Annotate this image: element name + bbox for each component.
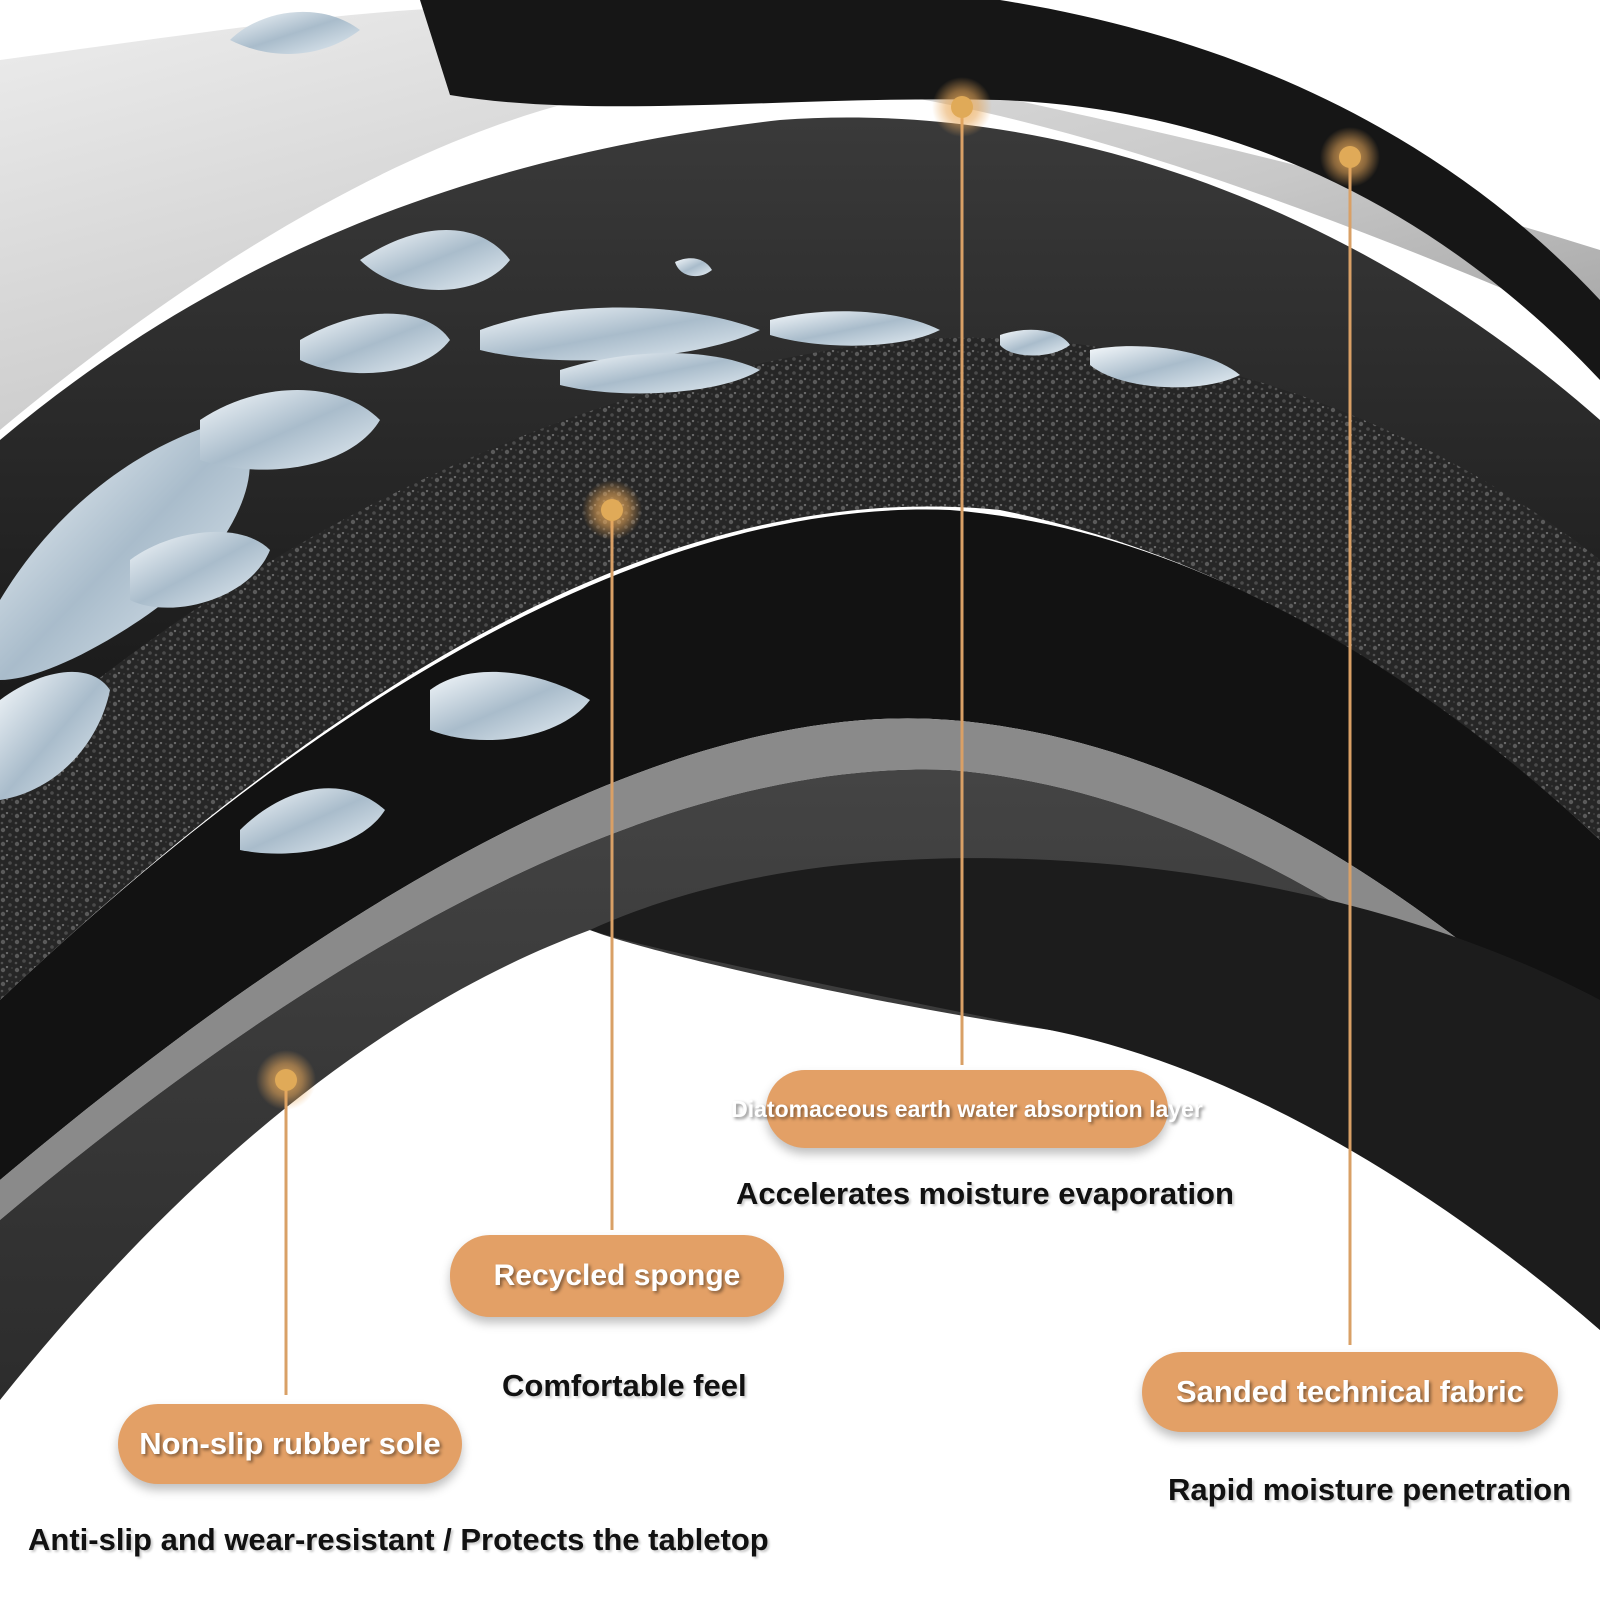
marker-diatom-icon bbox=[932, 77, 992, 137]
lower-sheet bbox=[590, 858, 1600, 1330]
sponge-layer-description: Comfortable feel bbox=[502, 1368, 747, 1403]
leader-lines bbox=[284, 105, 1352, 1395]
water-droplets bbox=[0, 11, 1240, 854]
fabric-layer-description: Rapid moisture penetration bbox=[1168, 1472, 1572, 1507]
diatomaceous-layer bbox=[0, 509, 1600, 1180]
fabric-layer-label: Sanded technical fabric bbox=[1142, 1352, 1558, 1432]
sponge-layer-label: Recycled sponge bbox=[450, 1235, 784, 1317]
rubber-layer-description: Anti-slip and wear-resistant / Protects … bbox=[28, 1522, 769, 1557]
rubber-layer-label: Non-slip rubber sole bbox=[118, 1404, 462, 1484]
layer-markers bbox=[256, 77, 1380, 1110]
sole-edge bbox=[0, 718, 1600, 1220]
marker-sponge-icon bbox=[582, 480, 642, 540]
marker-rubber-icon bbox=[256, 1050, 316, 1110]
fabric-underside bbox=[420, 0, 1600, 380]
marker-fabric-icon bbox=[1320, 127, 1380, 187]
diatom-layer-label: Diatomaceous earth water absorption laye… bbox=[731, 1070, 1203, 1148]
diatom-layer-description: Accelerates moisture evaporation bbox=[736, 1176, 1234, 1211]
sanded-fabric-layer bbox=[0, 6, 1600, 431]
recycled-sponge-layer bbox=[0, 337, 1600, 1000]
